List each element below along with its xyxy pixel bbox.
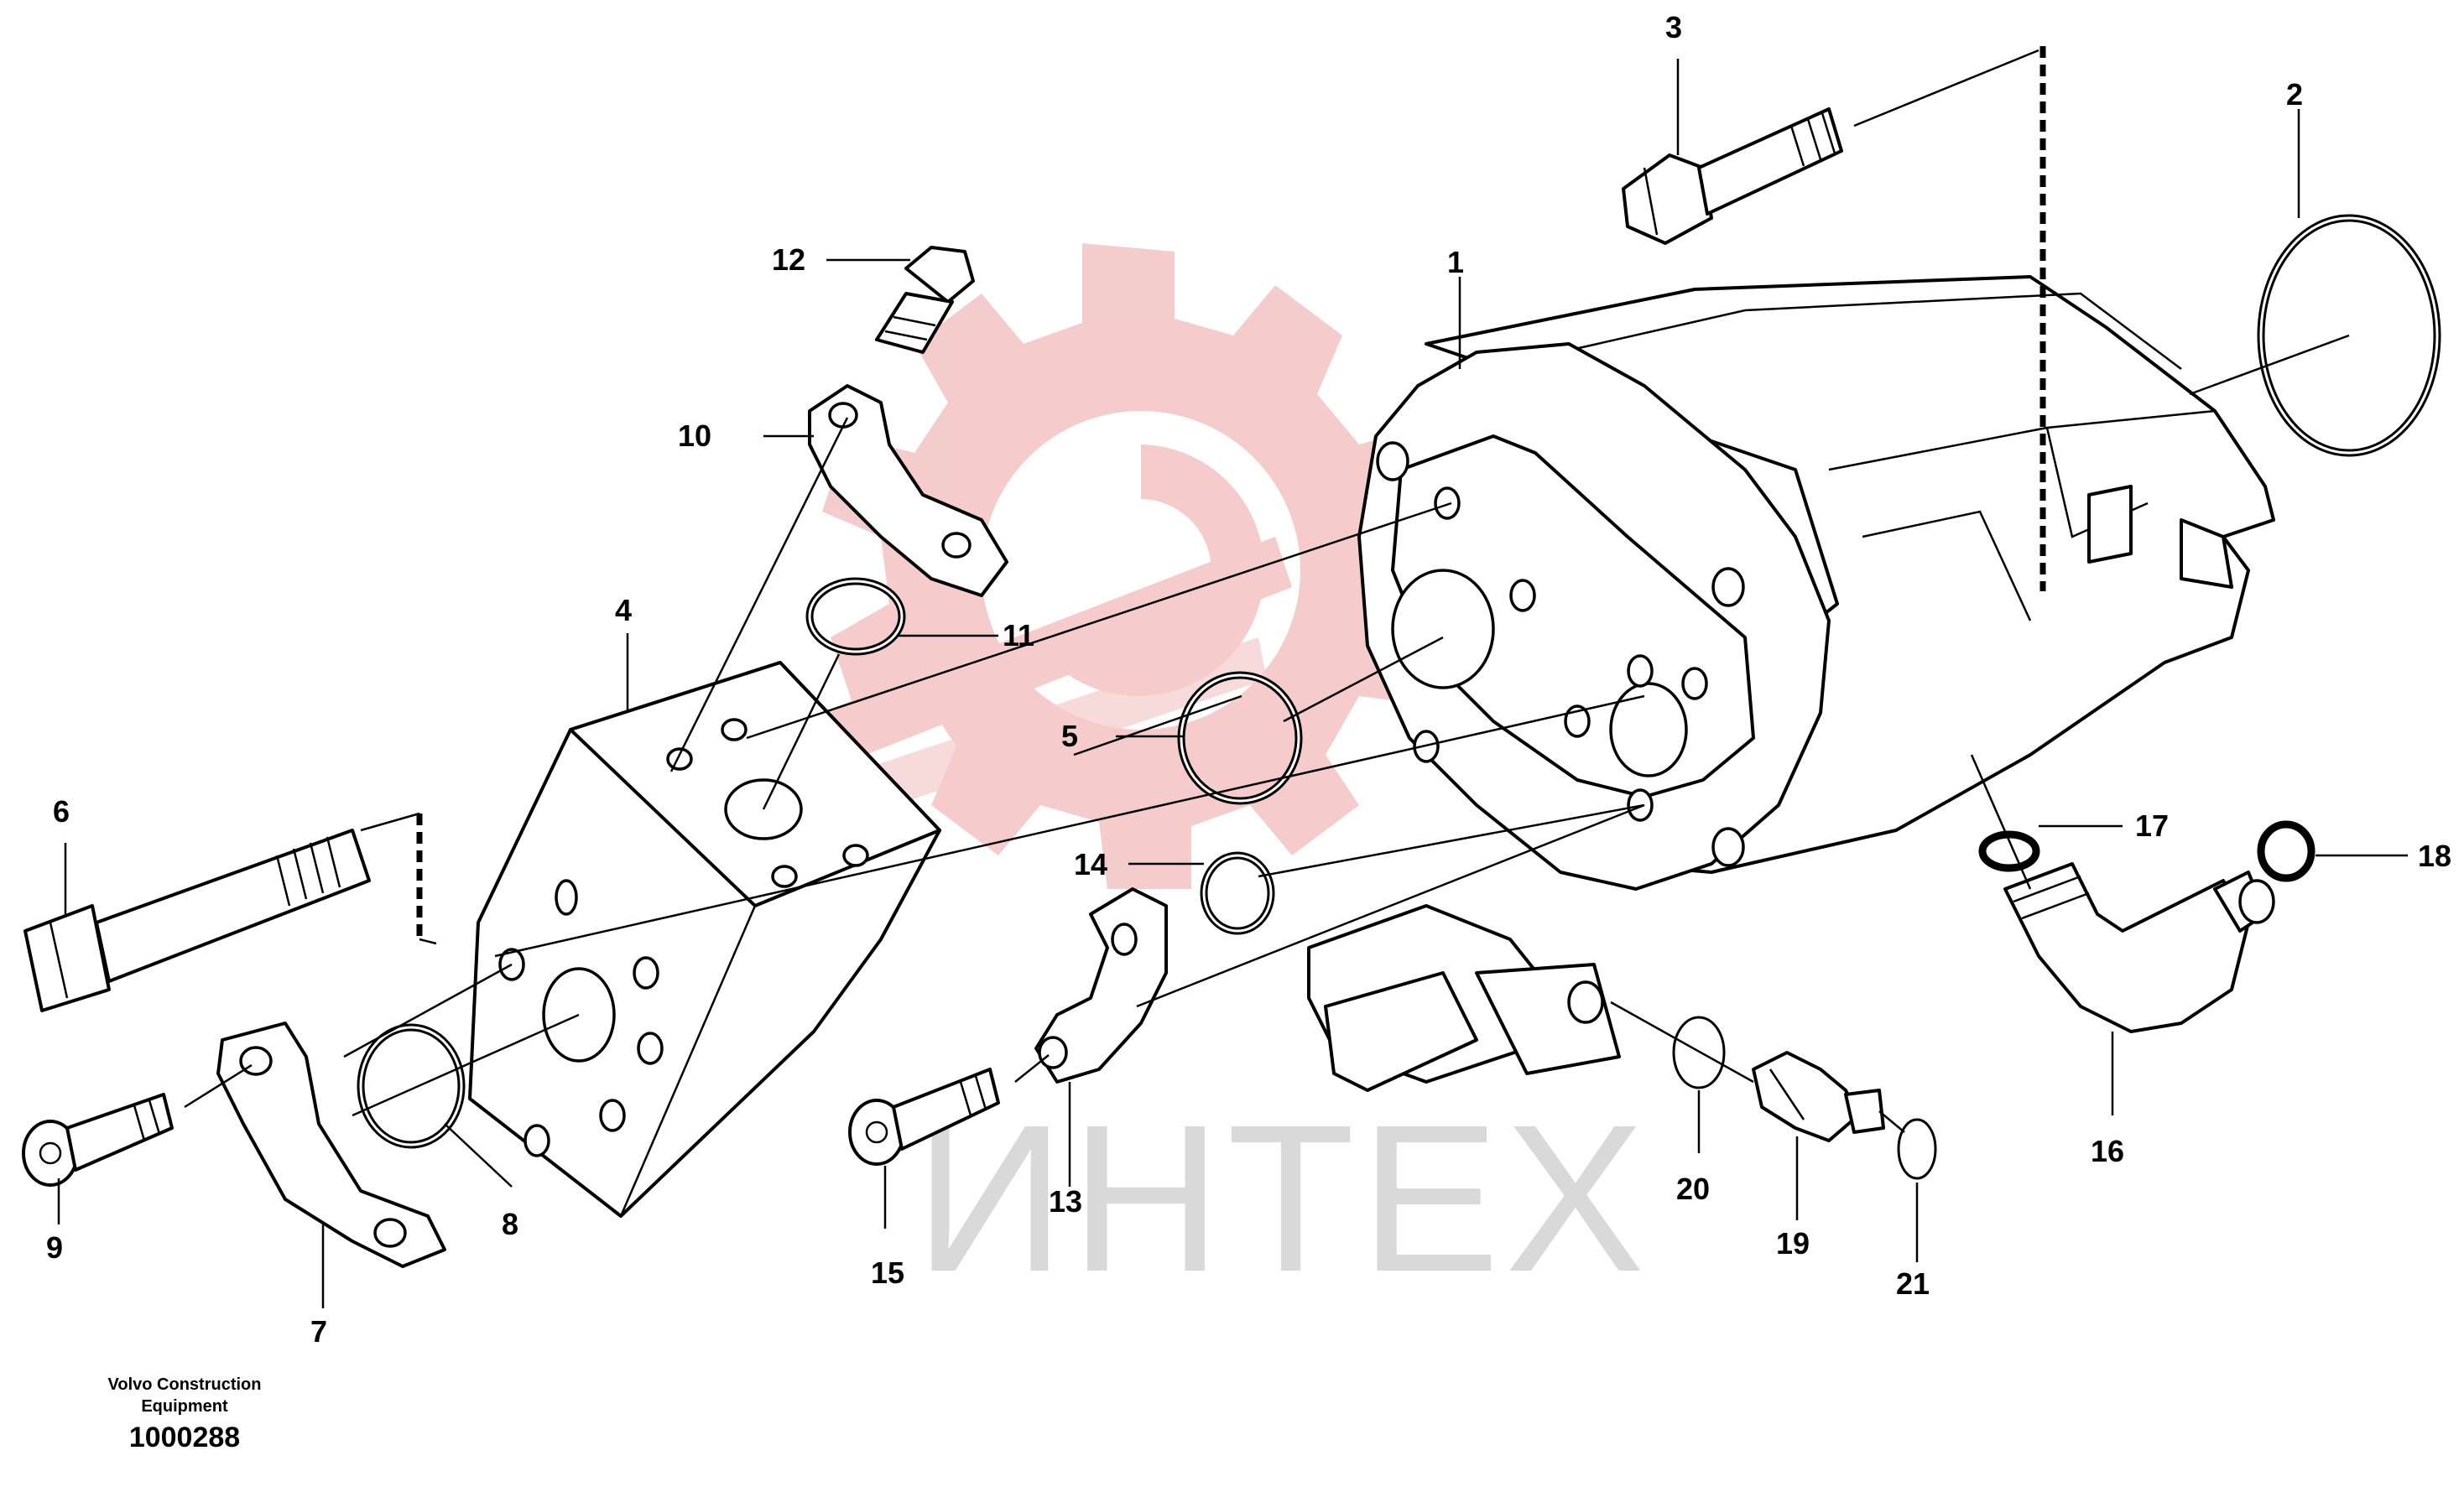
callout-15: 15 [871, 1255, 904, 1290]
elbow-fitting-16 [2003, 862, 2275, 1033]
o-rings [357, 214, 2441, 1180]
flange-clamp-13 [1034, 887, 1168, 1084]
o-ring-20 [1672, 1016, 1726, 1089]
callout-leaders [57, 59, 2408, 1308]
callout-14: 14 [1074, 847, 1107, 881]
callout-10: 10 [678, 418, 711, 453]
cap-screw-15 [848, 1068, 1000, 1166]
callout-9: 9 [46, 1230, 63, 1265]
o-ring-8 [357, 1023, 466, 1149]
o-ring-21 [1897, 1118, 1937, 1180]
callout-2: 2 [2286, 77, 2303, 112]
callout-6: 6 [53, 794, 70, 829]
flange-bolt-3 [1622, 107, 1843, 245]
sensor-19 [1752, 1051, 1885, 1142]
credit-company-line2: Equipment [141, 1397, 228, 1416]
callout-1: 1 [1447, 245, 1464, 279]
credit-company: Volvo Construction [107, 1375, 262, 1394]
o-ring-5 [1177, 671, 1303, 805]
cap-screw-12 [875, 246, 975, 354]
callout-numbers: 1 2 3 4 5 6 7 8 9 10 11 12 13 14 15 16 1… [46, 10, 2451, 1349]
document-number: 1000288 [128, 1422, 241, 1453]
flange-clamp-7 [216, 1022, 446, 1268]
assembly-lines [184, 46, 2350, 1133]
callout-5: 5 [1061, 719, 1078, 753]
callout-13: 13 [1049, 1184, 1082, 1219]
callout-11: 11 [1003, 618, 1034, 652]
callout-16: 16 [2091, 1134, 2124, 1168]
callout-19: 19 [1776, 1226, 1810, 1261]
watermark-text: ИНТЕХ [914, 1081, 1649, 1315]
callout-3: 3 [1665, 10, 1682, 44]
callout-17: 17 [2135, 808, 2169, 843]
long-bolt-6 [23, 829, 371, 1012]
callout-12: 12 [772, 242, 805, 277]
cap-screw-9 [22, 1093, 174, 1187]
o-ring-11 [805, 577, 906, 656]
flange-clamp-10 [808, 384, 1008, 597]
callout-8: 8 [502, 1207, 518, 1241]
callout-4: 4 [615, 593, 632, 627]
o-ring-2 [2257, 214, 2441, 457]
o-ring-14 [1200, 851, 1275, 935]
callout-20: 20 [1676, 1172, 1710, 1206]
callout-21: 21 [1896, 1266, 1930, 1301]
pump-body [1307, 275, 2275, 1092]
callout-7: 7 [310, 1314, 327, 1349]
o-ring-18 [2257, 820, 2316, 882]
o-ring-17 [1978, 830, 2040, 872]
callout-18: 18 [2418, 839, 2451, 873]
